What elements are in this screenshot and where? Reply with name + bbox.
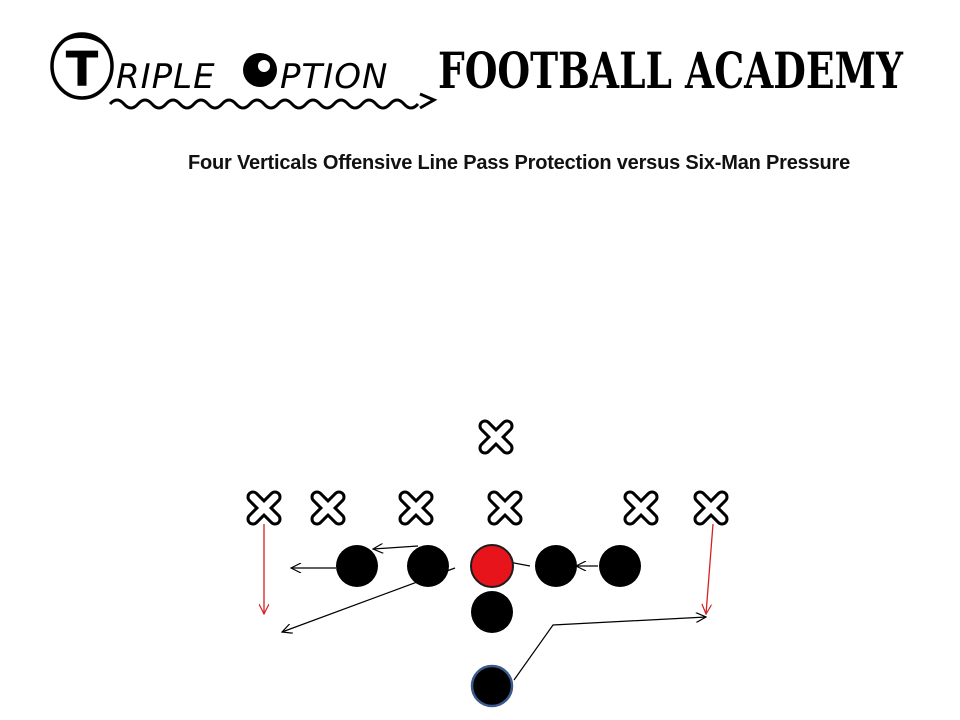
diagram-title: Four Verticals Offensive Line Pass Prote… [188,152,851,174]
defender-nose [494,497,516,519]
academy-logo: T RIPLE PTION FOOTBALL ACADEMY [50,32,904,110]
right-guard [535,545,577,587]
qb-arrow [513,617,706,681]
center [470,544,514,588]
logo-word-option: PTION [280,57,389,97]
defender-right-outside [700,497,722,519]
left-tackle [336,545,378,587]
defender-right-end [630,497,652,519]
logo-circle [50,32,114,100]
left-guard [407,545,449,587]
back [471,591,513,633]
right-tackle [599,545,641,587]
logo-initial: T [66,42,99,98]
logo-squiggle [108,98,420,110]
defender-linebacker [485,426,507,448]
logo-academy-text: FOOTBALL ACADEMY [438,41,904,100]
logo-arrowhead [419,92,438,110]
block-arrow-left-guard [373,546,419,549]
defender-left-outside [253,497,275,519]
defender-left-end [317,497,339,519]
quarterback [470,664,514,708]
rush-arrow-right [706,523,714,614]
defender-left-tackle [405,497,427,519]
logo-word-triple: RIPLE [116,57,216,97]
